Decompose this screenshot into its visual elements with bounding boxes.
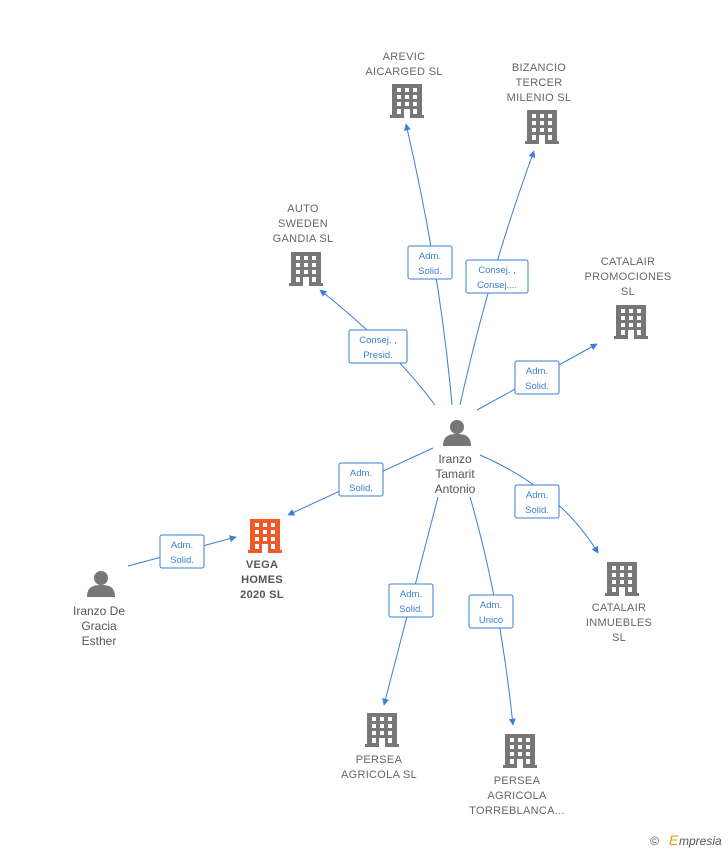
company-label: PROMOCIONES: [584, 271, 671, 283]
company-label: PERSEA: [494, 775, 541, 787]
brand-watermark: © E mpresia: [650, 832, 722, 848]
person-label: Antonio: [435, 482, 476, 496]
company-label: INMUEBLES: [586, 617, 652, 629]
company-label: MILENIO SL: [507, 92, 572, 104]
rel-esther-vega-line1: Adm.: [171, 540, 193, 551]
company-label: SWEDEN: [278, 218, 328, 230]
person-label: Iranzo: [438, 452, 472, 466]
rel-catalair-inmuebles[interactable]: Adm. Solid.: [514, 484, 560, 519]
rel-bizancio-line2: Consej....: [477, 280, 517, 291]
rel-catalair-inmuebles-line1: Adm.: [526, 490, 548, 501]
rel-catalair-promociones[interactable]: Adm. Solid.: [514, 360, 560, 395]
rel-arevic-line1: Adm.: [419, 251, 441, 262]
company-node-bizancio[interactable]: BIZANCIO TERCER MILENIO SL: [507, 62, 572, 144]
rel-vega-homes-line1: Adm.: [350, 468, 372, 479]
rel-persea-torreblanca[interactable]: Adm. Unico: [468, 594, 514, 629]
person-label: Tamarit: [435, 467, 475, 481]
person-icon: [87, 571, 115, 597]
company-label: HOMES: [241, 574, 283, 586]
company-label: CATALAIR: [601, 256, 656, 268]
company-label: AGRICOLA: [487, 790, 547, 802]
rel-auto-sweden-line1: Consej. ,: [359, 335, 397, 346]
rel-persea-agricola-line2: Solid.: [399, 604, 423, 615]
rel-esther-vega[interactable]: Adm. Solid.: [159, 534, 205, 569]
person-label: Esther: [82, 634, 117, 648]
person-icon: [443, 420, 471, 446]
building-icon: [390, 84, 424, 118]
building-icon: [289, 252, 323, 286]
building-icon: [614, 305, 648, 339]
rel-auto-sweden-line2: Presid.: [363, 350, 393, 361]
company-node-auto-sweden[interactable]: AUTO SWEDEN GANDIA SL: [273, 203, 334, 286]
rel-catalair-promociones-line1: Adm.: [526, 366, 548, 377]
rel-persea-torreblanca-line1: Adm.: [480, 600, 502, 611]
company-node-catalair-inmuebles[interactable]: CATALAIR INMUEBLES SL: [586, 562, 652, 644]
company-label: AICARGED SL: [365, 66, 442, 78]
building-icon: [365, 713, 399, 747]
rel-bizancio-line1: Consej. ,: [478, 265, 516, 276]
company-label: PERSEA: [356, 754, 403, 766]
company-label: AGRICOLA SL: [341, 769, 417, 781]
brand-initial: E: [669, 832, 679, 848]
person-label: Gracia: [81, 619, 117, 633]
person-node-iranzo-tamarit[interactable]: Iranzo Tamarit Antonio: [435, 420, 476, 496]
company-label: TORREBLANCA...: [469, 805, 565, 817]
building-icon: [525, 110, 559, 144]
rel-vega-homes-line2: Solid.: [349, 483, 373, 494]
company-label: 2020 SL: [240, 589, 284, 601]
person-nodes: Iranzo Tamarit Antonio Iranzo De Gracia …: [73, 420, 476, 648]
company-label: CATALAIR: [592, 602, 647, 614]
company-node-catalair-promociones[interactable]: CATALAIR PROMOCIONES SL: [584, 256, 671, 339]
person-node-iranzo-de-gracia[interactable]: Iranzo De Gracia Esther: [73, 571, 125, 648]
rel-persea-agricola[interactable]: Adm. Solid.: [388, 583, 434, 618]
company-label: SL: [612, 632, 626, 644]
company-label: BIZANCIO: [512, 62, 566, 74]
rel-catalair-promociones-line2: Solid.: [525, 381, 549, 392]
edges: [127, 123, 599, 726]
rel-arevic-line2: Solid.: [418, 266, 442, 277]
company-node-arevic[interactable]: AREVIC AICARGED SL: [365, 51, 442, 118]
company-nodes: AREVIC AICARGED SL BIZANCIO TERCER MILEN…: [240, 51, 671, 817]
rel-bizancio[interactable]: Consej. , Consej....: [465, 259, 529, 294]
building-icon: [248, 519, 282, 553]
person-label: Iranzo De: [73, 604, 125, 618]
company-label: SL: [621, 286, 635, 298]
rel-auto-sweden[interactable]: Consej. , Presid.: [348, 329, 408, 364]
company-label: VEGA: [246, 559, 278, 571]
rel-catalair-inmuebles-line2: Solid.: [525, 505, 549, 516]
company-node-persea-agricola[interactable]: PERSEA AGRICOLA SL: [341, 713, 417, 781]
company-node-vega-homes[interactable]: VEGA HOMES 2020 SL: [240, 519, 284, 601]
relation-labels: Adm. Solid. Consej. , Consej.... Consej.…: [159, 245, 560, 629]
company-label: TERCER: [515, 77, 562, 89]
building-icon: [503, 734, 537, 768]
company-node-persea-torreblanca[interactable]: PERSEA AGRICOLA TORREBLANCA...: [469, 734, 565, 817]
company-label: GANDIA SL: [273, 233, 334, 245]
rel-persea-torreblanca-line2: Unico: [479, 615, 503, 626]
company-label: AREVIC: [383, 51, 426, 63]
copyright-icon: ©: [650, 834, 659, 848]
rel-persea-agricola-line1: Adm.: [400, 589, 422, 600]
rel-arevic[interactable]: Adm. Solid.: [407, 245, 453, 280]
building-icon: [605, 562, 639, 596]
rel-esther-vega-line2: Solid.: [170, 555, 194, 566]
brand-name: mpresia: [679, 834, 722, 848]
company-label: AUTO: [287, 203, 319, 215]
rel-vega-homes[interactable]: Adm. Solid.: [338, 462, 384, 497]
